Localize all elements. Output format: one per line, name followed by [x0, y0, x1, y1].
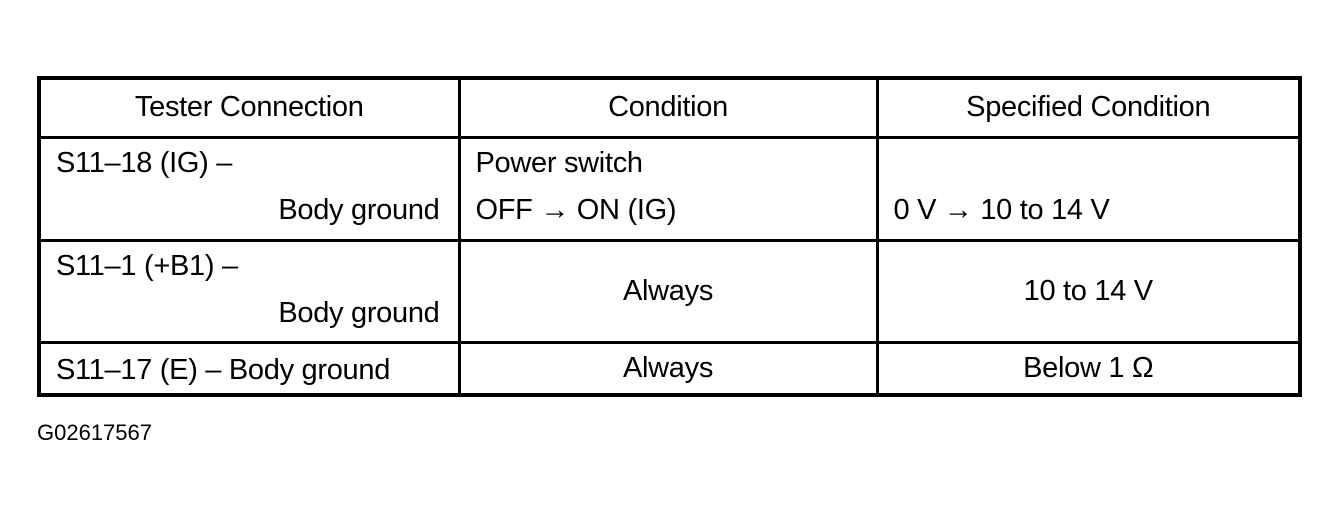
- connection-cell: S11–17 (E) – Body ground: [37, 341, 461, 397]
- header-tester-connection: Tester Connection: [37, 76, 461, 139]
- condition-cell: Power switch OFF → ON (IG): [457, 135, 879, 242]
- connection-line1: S11–18 (IG) –: [56, 146, 233, 179]
- condition-cell: Always: [457, 341, 879, 397]
- connection-text: S11–17 (E) – Body ground: [56, 354, 391, 387]
- specified-cell: Below 1 Ω: [875, 341, 1302, 397]
- connection-cell: S11–18 (IG) – Body ground: [37, 135, 461, 242]
- table-header-row: Tester Connection Condition Specified Co…: [37, 76, 1302, 139]
- specified-cell: 0 V → 10 to 14 V: [875, 135, 1302, 242]
- connection-cell: S11–1 (+B1) – Body ground: [37, 238, 461, 345]
- header-specified-condition: Specified Condition: [875, 76, 1302, 139]
- table-row: S11–17 (E) – Body ground Always Below 1 …: [37, 341, 1302, 397]
- figure-id: G02617567: [37, 420, 152, 445]
- condition-cell: Always: [457, 238, 879, 345]
- condition-line1: Power switch: [475, 146, 644, 179]
- specified-cell: 10 to 14 V: [875, 238, 1302, 345]
- specified-value: 0 V → 10 to 14 V: [893, 193, 1110, 226]
- header-condition: Condition: [457, 76, 879, 139]
- tester-specification-table: Tester Connection Condition Specified Co…: [37, 76, 1302, 397]
- connection-line2: Body ground: [278, 193, 440, 226]
- table-row: S11–1 (+B1) – Body ground Always 10 to 1…: [37, 238, 1302, 345]
- condition-line2: OFF → ON (IG): [475, 193, 677, 226]
- connection-line2: Body ground: [278, 296, 440, 329]
- table-row: S11–18 (IG) – Body ground Power switch O…: [37, 135, 1302, 242]
- connection-line1: S11–1 (+B1) –: [56, 249, 238, 282]
